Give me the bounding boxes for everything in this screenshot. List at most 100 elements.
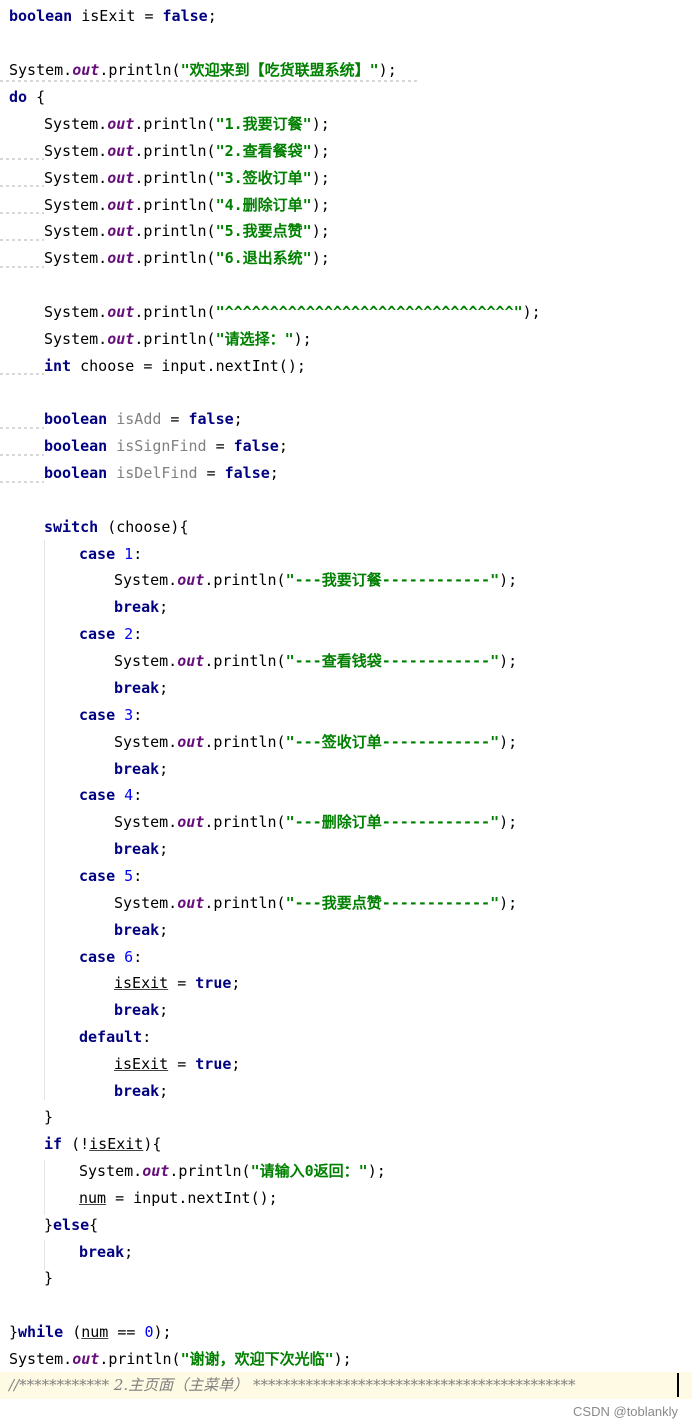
code-text: ; bbox=[159, 840, 169, 858]
code-line[interactable]: isExit = true; bbox=[0, 970, 692, 997]
static-field: out bbox=[177, 571, 205, 589]
code-text: System. bbox=[44, 169, 108, 187]
code-text: ); bbox=[499, 571, 518, 589]
code-text: ; bbox=[231, 1055, 241, 1073]
string-literal: "谢谢，欢迎下次光临" bbox=[180, 1350, 334, 1368]
keyword: break bbox=[79, 1243, 125, 1261]
code-line[interactable]: case 4: bbox=[0, 782, 692, 809]
code-line[interactable]: System.out.println("---查看钱袋------------"… bbox=[0, 648, 692, 675]
reassigned-variable: isExit bbox=[114, 974, 169, 992]
keyword: true bbox=[195, 1055, 232, 1073]
code-line[interactable]: case 1: bbox=[0, 541, 692, 568]
code-text: System. bbox=[44, 330, 108, 348]
code-line[interactable]: System.out.println("6.退出系统"); bbox=[0, 245, 692, 272]
number-literal: 3 bbox=[124, 706, 134, 724]
code-text: .println( bbox=[134, 222, 216, 240]
code-line[interactable]: }else{ bbox=[0, 1212, 692, 1239]
code-line[interactable]: System.out.println("欢迎来到【吃货联盟系统】"); bbox=[0, 57, 692, 84]
code-line[interactable]: System.out.println("2.查看餐袋"); bbox=[0, 138, 692, 165]
code-line[interactable]: break; bbox=[0, 756, 692, 783]
code-text: .println( bbox=[204, 813, 286, 831]
code-line[interactable]: System.out.println("请选择："); bbox=[0, 326, 692, 353]
code-line[interactable]: default: bbox=[0, 1024, 692, 1051]
code-line[interactable]: boolean isDelFind = false; bbox=[0, 460, 692, 487]
code-line[interactable]: }while (num == 0); bbox=[0, 1319, 692, 1346]
code-line[interactable]: boolean isAdd = false; bbox=[0, 406, 692, 433]
code-text: System. bbox=[44, 196, 108, 214]
code-text: ); bbox=[522, 303, 541, 321]
reassigned-variable: num bbox=[79, 1189, 107, 1207]
static-field: out bbox=[107, 169, 135, 187]
code-text: System. bbox=[79, 1162, 143, 1180]
code-line[interactable]: System.out.println("请输入0返回："); bbox=[0, 1158, 692, 1185]
code-text: .println( bbox=[134, 169, 216, 187]
code-line[interactable]: System.out.println("---签收订单------------"… bbox=[0, 729, 692, 756]
keyword: break bbox=[114, 598, 160, 616]
code-line[interactable]: break; bbox=[0, 917, 692, 944]
code-line[interactable]: if (!isExit){ bbox=[0, 1131, 692, 1158]
inspection-underline bbox=[0, 481, 44, 483]
keyword: default bbox=[79, 1028, 143, 1046]
code-line[interactable]: switch (choose){ bbox=[0, 514, 692, 541]
keyword: break bbox=[114, 921, 160, 939]
code-text: = bbox=[168, 974, 196, 992]
code-line[interactable]: System.out.println("^^^^^^^^^^^^^^^^^^^^… bbox=[0, 299, 692, 326]
code-line[interactable]: System.out.println("---我要订餐------------"… bbox=[0, 567, 692, 594]
indent-guide bbox=[44, 1240, 45, 1270]
keyword: break bbox=[114, 840, 160, 858]
current-line[interactable]: //************ 2.主页面（主菜单） **************… bbox=[0, 1372, 692, 1399]
code-line[interactable]: System.out.println("---删除订单------------"… bbox=[0, 809, 692, 836]
code-line[interactable]: break; bbox=[0, 836, 692, 863]
code-line[interactable]: int choose = input.nextInt(); bbox=[0, 353, 692, 380]
code-line[interactable]: System.out.println("3.签收订单"); bbox=[0, 165, 692, 192]
code-line[interactable]: } bbox=[0, 1104, 692, 1131]
code-line[interactable]: break; bbox=[0, 1239, 692, 1266]
code-line[interactable]: break; bbox=[0, 1078, 692, 1105]
code-text: ; bbox=[124, 1243, 134, 1261]
code-line[interactable]: do { bbox=[0, 84, 692, 111]
code-line[interactable]: System.out.println("4.删除订单"); bbox=[0, 192, 692, 219]
inspection-underline bbox=[0, 373, 44, 375]
code-line[interactable]: case 3: bbox=[0, 702, 692, 729]
reassigned-variable: isExit bbox=[89, 1135, 144, 1153]
string-literal: "---我要订餐------------" bbox=[285, 571, 500, 589]
code-text: ); bbox=[499, 813, 518, 831]
code-text: .println( bbox=[134, 196, 216, 214]
code-line[interactable]: System.out.println("谢谢，欢迎下次光临"); bbox=[0, 1346, 692, 1373]
code-text: .println( bbox=[99, 1350, 181, 1368]
code-line[interactable]: break; bbox=[0, 997, 692, 1024]
reassigned-variable: isExit bbox=[114, 1055, 169, 1073]
code-line[interactable]: case 6: bbox=[0, 944, 692, 971]
string-literal: "^^^^^^^^^^^^^^^^^^^^^^^^^^^^^^^^" bbox=[215, 303, 523, 321]
static-field: out bbox=[107, 303, 135, 321]
code-text: .println( bbox=[169, 1162, 251, 1180]
keyword: break bbox=[114, 1001, 160, 1019]
code-line[interactable]: boolean isSignFind = false; bbox=[0, 433, 692, 460]
code-text: ; bbox=[159, 598, 169, 616]
code-line[interactable]: break; bbox=[0, 675, 692, 702]
code-line[interactable]: case 5: bbox=[0, 863, 692, 890]
keyword: case bbox=[79, 948, 116, 966]
code-line[interactable]: System.out.println("---我要点赞------------"… bbox=[0, 890, 692, 917]
code-text: System. bbox=[44, 115, 108, 133]
code-line[interactable]: break; bbox=[0, 594, 692, 621]
code-text: System. bbox=[44, 303, 108, 321]
keyword: if bbox=[44, 1135, 63, 1153]
keyword: case bbox=[79, 625, 116, 643]
code-text: ); bbox=[311, 142, 330, 160]
code-text: ); bbox=[153, 1323, 172, 1341]
code-line[interactable]: num = input.nextInt(); bbox=[0, 1185, 692, 1212]
code-line[interactable]: isExit = true; bbox=[0, 1051, 692, 1078]
code-text: .println( bbox=[99, 61, 181, 79]
code-text: ); bbox=[333, 1350, 352, 1368]
code-line[interactable]: } bbox=[0, 1265, 692, 1292]
code-line[interactable]: System.out.println("1.我要订餐"); bbox=[0, 111, 692, 138]
code-text: : bbox=[133, 948, 143, 966]
code-line[interactable]: boolean isExit = false; bbox=[0, 3, 692, 30]
code-text: ; bbox=[159, 760, 169, 778]
code-line[interactable]: System.out.println("5.我要点赞"); bbox=[0, 218, 692, 245]
code-line[interactable]: case 2: bbox=[0, 621, 692, 648]
keyword: int bbox=[44, 357, 72, 375]
code-text: .println( bbox=[134, 115, 216, 133]
